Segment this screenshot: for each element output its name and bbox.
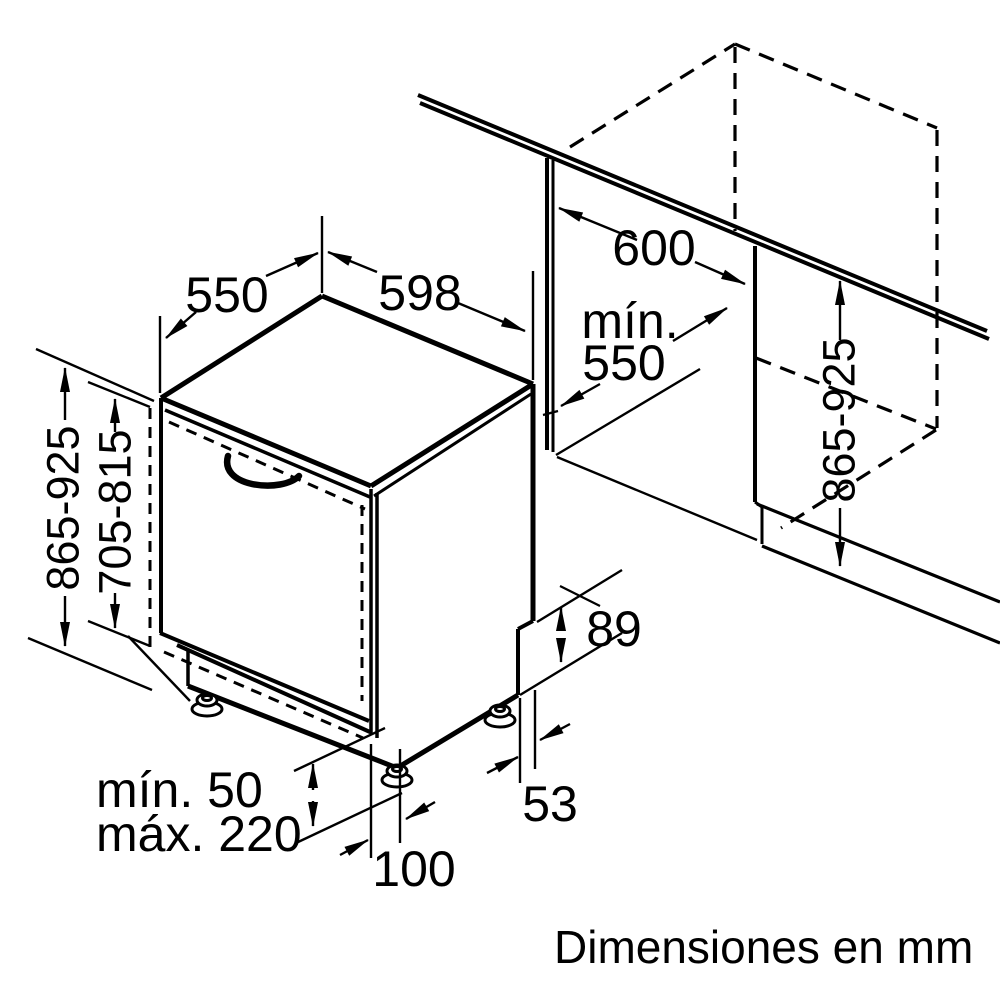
dimension-rear-step-height: 89: [519, 568, 642, 697]
foot-front-right: [380, 763, 414, 789]
dimension-niche-height: 865-925: [814, 280, 865, 567]
dishwasher-body: [148, 293, 536, 771]
label-rear-step-depth: 53: [522, 776, 578, 832]
foot-front-left: [190, 692, 224, 718]
dimension-feet-adjustment: mín. 50 máx. 220: [96, 726, 403, 862]
adjustable-feet: [190, 692, 517, 789]
niche-walls-floor: [542, 158, 1000, 645]
label-foot-inset: 100: [372, 841, 455, 897]
label-niche-depth-min: mín.: [581, 293, 678, 349]
label-feet-adjust-max: máx. 220: [96, 806, 302, 862]
dimension-rear-step-depth: 53: [486, 690, 578, 832]
foot-rear-right: [483, 703, 517, 729]
dimension-top-depth: 550: [158, 216, 324, 393]
label-door-height: 705-815: [90, 429, 141, 594]
label-rear-step-height: 89: [586, 601, 642, 657]
dimension-cabinet-width: 600: [558, 206, 746, 286]
label-niche-height: 865-925: [814, 337, 865, 502]
door-handle: [223, 452, 303, 489]
label-feet-adjust-min: mín. 50: [96, 762, 263, 818]
label-top-depth: 550: [185, 267, 268, 323]
dimension-top-width: 598: [327, 250, 535, 380]
dimension-door-height: 705-815: [87, 380, 151, 648]
label-niche-depth-value: 550: [582, 335, 665, 391]
cabinet-dashed-outline: [569, 42, 939, 530]
dimension-niche-depth: mín. 550: [560, 293, 728, 408]
label-cabinet-width: 600: [612, 220, 695, 276]
dimension-appliance-height: 865-925: [27, 347, 191, 702]
counter-worktop: [417, 93, 990, 341]
dimension-foot-inset: 100: [339, 744, 456, 897]
label-top-width: 598: [378, 265, 461, 321]
diagram-caption: Dimensiones en mm: [554, 921, 973, 973]
label-appliance-height: 865-925: [38, 425, 89, 590]
